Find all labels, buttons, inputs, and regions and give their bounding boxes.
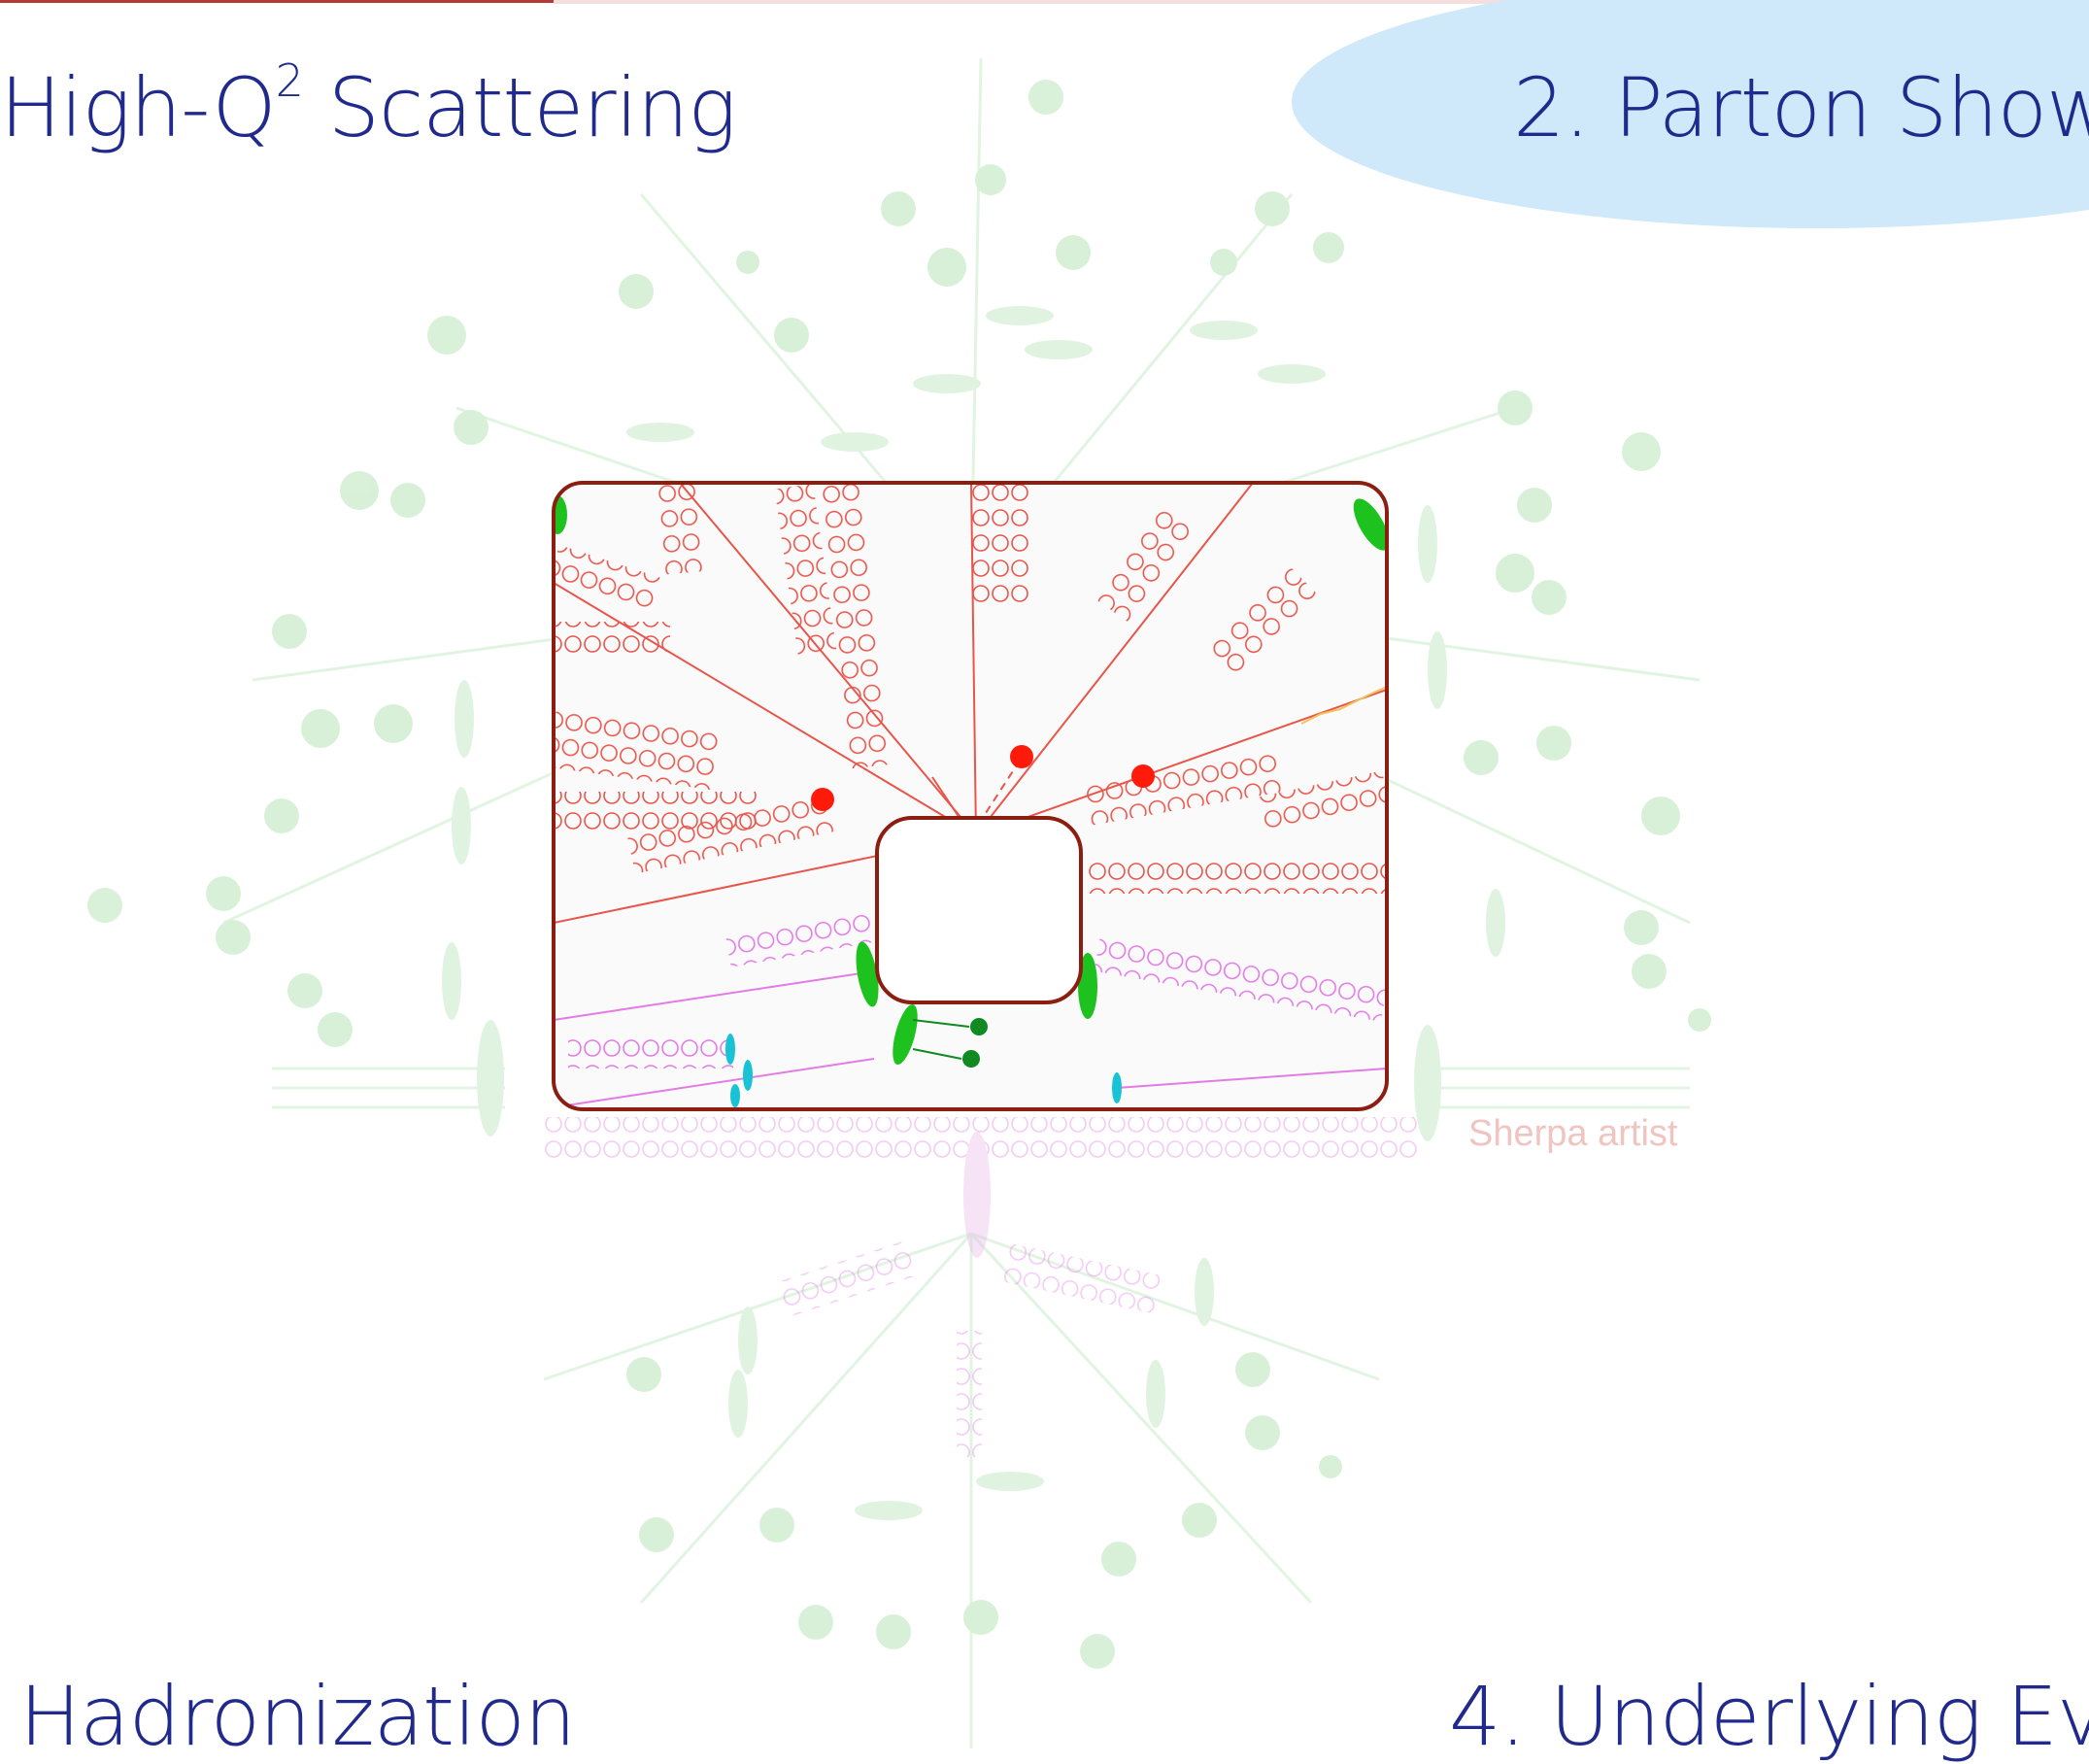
hard-process-box — [877, 818, 1081, 1002]
underlying-event-background — [544, 1117, 1418, 1457]
image-credit: Sherpa artist — [1468, 1113, 1677, 1155]
label-high-q2-scattering: High-Q2 Scattering — [0, 60, 736, 155]
label-parton-shower: 2. Parton Showe — [1513, 60, 2089, 155]
label-hadronization: Hadronization — [19, 1669, 575, 1764]
label-underlying-event: 4. Underlying Eve — [1449, 1669, 2089, 1764]
